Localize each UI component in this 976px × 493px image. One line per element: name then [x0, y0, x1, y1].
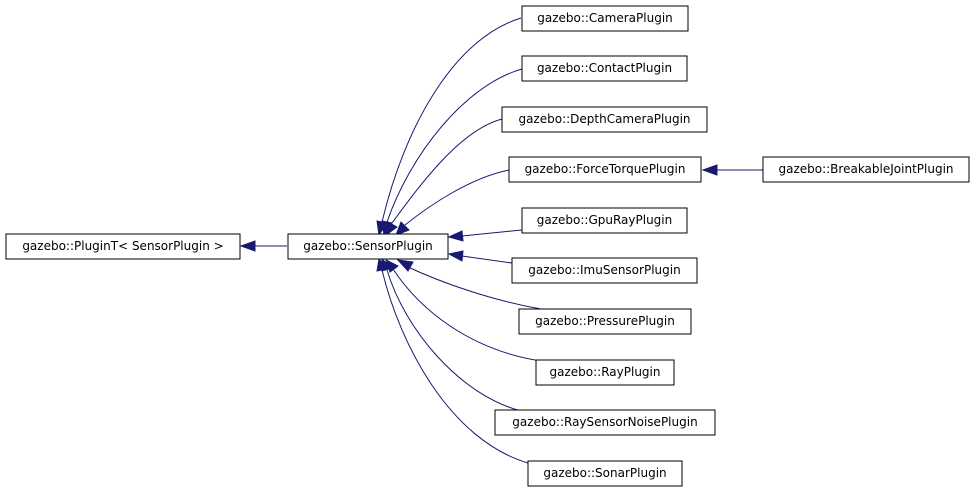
node-label: gazebo::PluginT< SensorPlugin > [22, 239, 223, 253]
node-label: gazebo::PressurePlugin [535, 314, 675, 328]
node-gpurayplugin[interactable]: gazebo::GpuRayPlugin [521, 207, 688, 234]
edge-depthcameraplugin-to-sensorplugin [391, 118, 503, 224]
node-label: gazebo::GpuRayPlugin [537, 213, 672, 227]
node-label: gazebo::DepthCameraPlugin [518, 112, 690, 126]
edge-contactplugin-to-sensorplugin [386, 68, 523, 223]
node-sensorplugin[interactable]: gazebo::SensorPlugin [287, 233, 449, 260]
node-depthcameraplugin[interactable]: gazebo::DepthCameraPlugin [501, 106, 708, 133]
arrowhead-from-sonarplugin [376, 257, 388, 272]
edge-cameraplugin-to-sensorplugin [381, 17, 522, 223]
arrowhead-from-depthcameraplugin [385, 221, 398, 237]
node-label: gazebo::RayPlugin [550, 365, 661, 379]
node-contactplugin[interactable]: gazebo::ContactPlugin [521, 55, 688, 82]
node-imusensorplugin[interactable]: gazebo::ImuSensorPlugin [511, 257, 698, 284]
node-sonarplugin[interactable]: gazebo::SonarPlugin [527, 460, 683, 487]
edges [254, 17, 763, 464]
arrowhead-forcetorqueplugin [701, 164, 718, 176]
edge-gpurayplugin-to-sensorplugin [461, 229, 523, 237]
arrowhead-from-imusensorplugin [447, 250, 464, 262]
node-raysensornoiseplugin[interactable]: gazebo::RaySensorNoisePlugin [494, 409, 716, 436]
arrowhead-plugint [239, 240, 256, 252]
node-cameraplugin[interactable]: gazebo::CameraPlugin [521, 5, 689, 32]
edge-forcetorqueplugin-to-sensorplugin [404, 169, 510, 226]
node-plugint-sensorplugin[interactable]: gazebo::PluginT< SensorPlugin > [5, 233, 241, 260]
arrowhead-from-gpurayplugin [447, 230, 464, 242]
edge-sonarplugin-to-sensorplugin [381, 269, 529, 464]
node-breakablejointplugin[interactable]: gazebo::BreakableJointPlugin [762, 156, 970, 183]
node-rayplugin[interactable]: gazebo::RayPlugin [535, 359, 675, 386]
nodes: gazebo::PluginT< SensorPlugin > gazebo::… [5, 5, 970, 487]
edge-rayplugin-to-sensorplugin [392, 268, 542, 362]
arrowhead-from-pressureplugin [396, 259, 414, 272]
arrowhead-from-forcetorqueplugin [395, 221, 410, 236]
node-label: gazebo::RaySensorNoisePlugin [512, 415, 697, 429]
node-forcetorqueplugin[interactable]: gazebo::ForceTorquePlugin [508, 156, 702, 183]
node-pressureplugin[interactable]: gazebo::PressurePlugin [518, 308, 692, 335]
node-label: gazebo::CameraPlugin [537, 11, 673, 25]
node-label: gazebo::ImuSensorPlugin [528, 263, 680, 277]
node-label: gazebo::ContactPlugin [537, 61, 672, 75]
node-label: gazebo::SonarPlugin [543, 466, 666, 480]
node-label: gazebo::SensorPlugin [303, 239, 433, 253]
arrowheads [239, 164, 718, 273]
edge-pressureplugin-to-sensorplugin [407, 266, 542, 310]
node-label: gazebo::ForceTorquePlugin [525, 162, 686, 176]
node-label: gazebo::BreakableJointPlugin [778, 162, 953, 176]
edge-imusensorplugin-to-sensorplugin [461, 255, 513, 264]
edge-raysensornoiseplugin-to-sensorplugin [386, 269, 522, 412]
